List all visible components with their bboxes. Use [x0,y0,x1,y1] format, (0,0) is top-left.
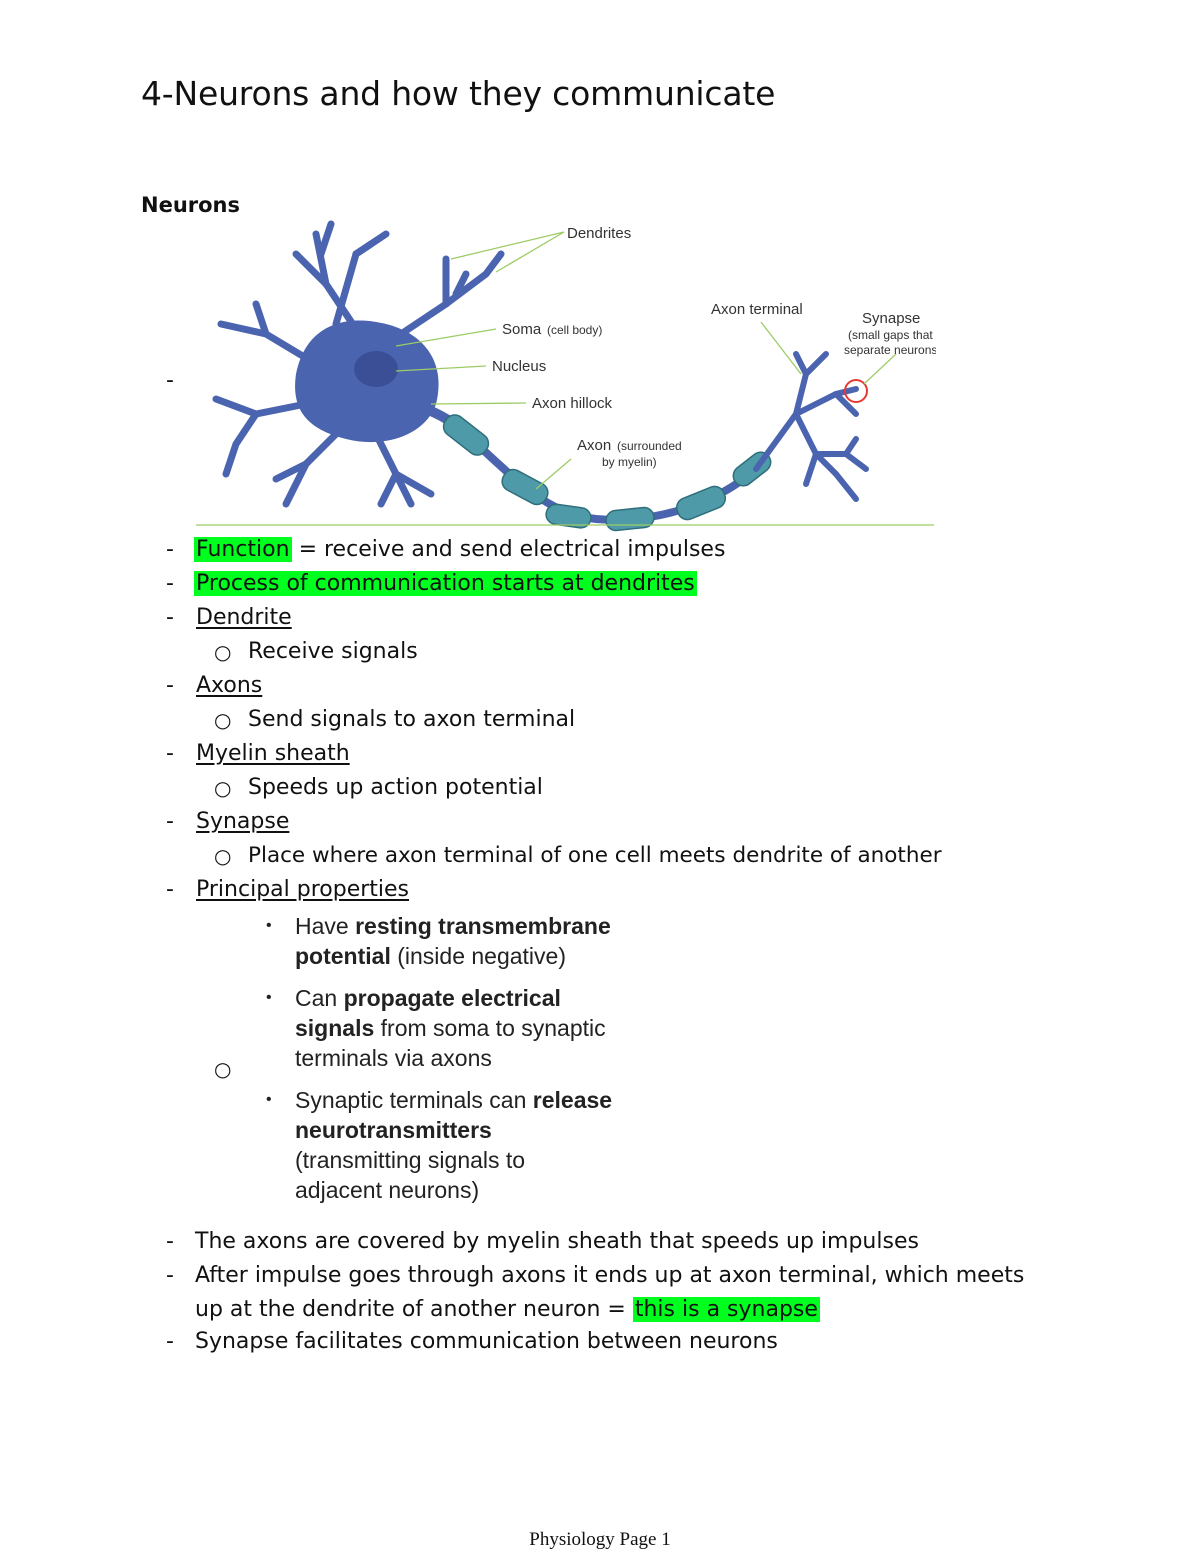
dash-bullet: - [166,673,174,698]
label-synapse-note1: (small gaps that [848,328,933,342]
closing-line-2a: After impulse goes through axons it ends… [195,1263,1025,1288]
leader-lines [196,231,934,526]
page-title: 4-Neurons and how they communicate [141,74,776,113]
bullet-dot: • [266,989,272,1006]
neuron-diagram: Dendrites Soma (cell body) Nucleus Axon … [196,220,936,532]
label-axon-terminal: Axon terminal [711,301,803,318]
label-axon-hillock: Axon hillock [532,395,613,412]
dendrite-sub: Receive signals [248,639,418,664]
label-dendrites: Dendrites [567,225,631,242]
principal-term: Principal properties [196,877,410,902]
synapse-highlight: this is a synapse [632,1297,820,1322]
process-line: Process of communication starts at dendr… [194,569,697,599]
circle-bullet: ○ [214,640,232,664]
dash-bullet: - [166,809,174,834]
axons-sub: Send signals to axon terminal [248,707,576,732]
nucleus-shape [354,351,398,387]
closing-line-3: Synapse facilitates communication betwee… [195,1329,778,1354]
label-soma-note: (cell body) [547,323,602,337]
closing-line-1: The axons are covered by myelin sheath t… [195,1229,919,1254]
circle-bullet: ○ [214,844,232,868]
dendrite-branches [212,220,505,508]
dendrite-term: Dendrite [196,605,292,630]
process-text: Process of communication starts at dendr… [194,571,697,596]
function-label: Function [194,537,292,562]
bullet-dot: • [266,917,272,934]
dash-bullet: - [166,877,174,902]
page-footer: Physiology Page 1 [529,1529,671,1550]
closing-line-2b: up at the dendrite of another neuron = t… [195,1297,820,1322]
synapse-sub: Place where axon terminal of one cell me… [248,843,942,868]
label-synapse: Synapse [862,310,920,327]
dash-bullet: - [166,741,174,766]
section-heading: Neurons [141,193,241,217]
dash-bullet: - [166,368,174,393]
myelin-term: Myelin sheath [196,741,350,766]
label-axon: Axon [577,437,611,454]
circle-bullet: ○ [214,776,232,800]
circle-bullet: ○ [214,1057,232,1081]
dash-bullet: - [166,571,174,596]
dash-bullet: - [166,1263,174,1288]
label-axon-note2: by myelin) [602,455,657,469]
dash-bullet: - [166,1329,174,1354]
function-line: Function = receive and send electrical i… [194,535,725,565]
bullet-dot: • [266,1091,272,1108]
myelin-sub: Speeds up action potential [248,775,543,800]
dash-bullet: - [166,1229,174,1254]
label-synapse-note2: separate neurons) [844,343,936,357]
dash-bullet: - [166,537,174,562]
synapse-marker [844,379,868,403]
myelin-sheaths [442,414,772,532]
synapse-term: Synapse [196,809,290,834]
label-axon-note1: (surrounded [617,439,682,453]
function-text: = receive and send electrical impulses [291,537,726,562]
axon-terminal-branches [753,351,869,502]
circle-bullet: ○ [214,708,232,732]
axons-term: Axons [196,673,263,698]
dash-bullet: - [166,605,174,630]
label-nucleus: Nucleus [492,358,546,375]
label-soma: Soma [502,321,542,338]
